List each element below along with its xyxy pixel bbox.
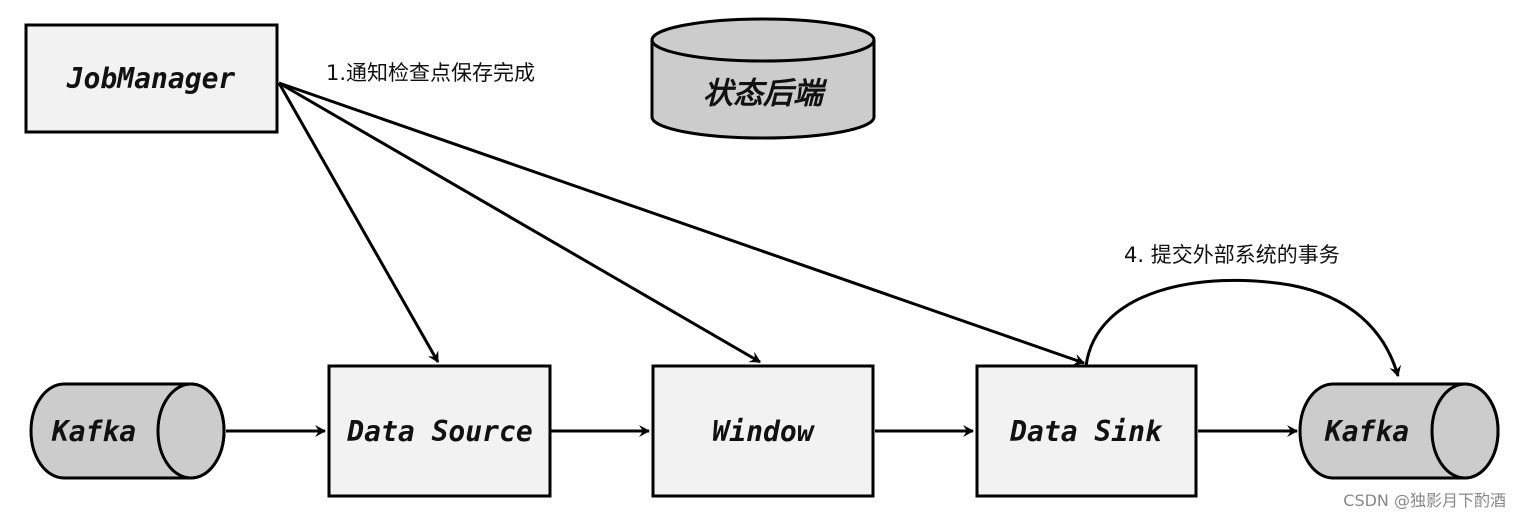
notify-checkpoint-annotation: 1.通知检查点保存完成 (326, 61, 535, 85)
state-backend-label: 状态后端 (703, 77, 828, 112)
kafka-source-label: Kafka (51, 415, 136, 448)
data-sink-label: Data Sink (1009, 415, 1163, 448)
kafka-sink-node: Kafka (1298, 382, 1500, 480)
window-node: Window (651, 364, 875, 498)
data-sink-node: Data Sink (975, 364, 1198, 498)
commit-transaction-arrow (1084, 278, 1402, 377)
window-label: Window (712, 415, 815, 448)
commit-transaction-annotation: 4. 提交外部系统的事务 (1124, 243, 1340, 267)
watermark-text: CSDN @独影月下酌酒 (1343, 491, 1506, 510)
jobmanager-to-window-arrow (278, 81, 761, 364)
state-backend-node: 状态后端 (650, 17, 876, 140)
data-source-label: Data Source (346, 415, 532, 448)
jobmanager-to-data-sink-arrow (278, 81, 1085, 366)
job-manager-node: JobManager (24, 23, 279, 134)
kafka-source-node: Kafka (29, 382, 226, 480)
data-source-node: Data Source (327, 364, 552, 498)
kafka-sink-label: Kafka (1324, 415, 1409, 448)
jobmanager-to-data-source-arrow (277, 82, 440, 363)
job-manager-label: JobManager (66, 62, 236, 95)
